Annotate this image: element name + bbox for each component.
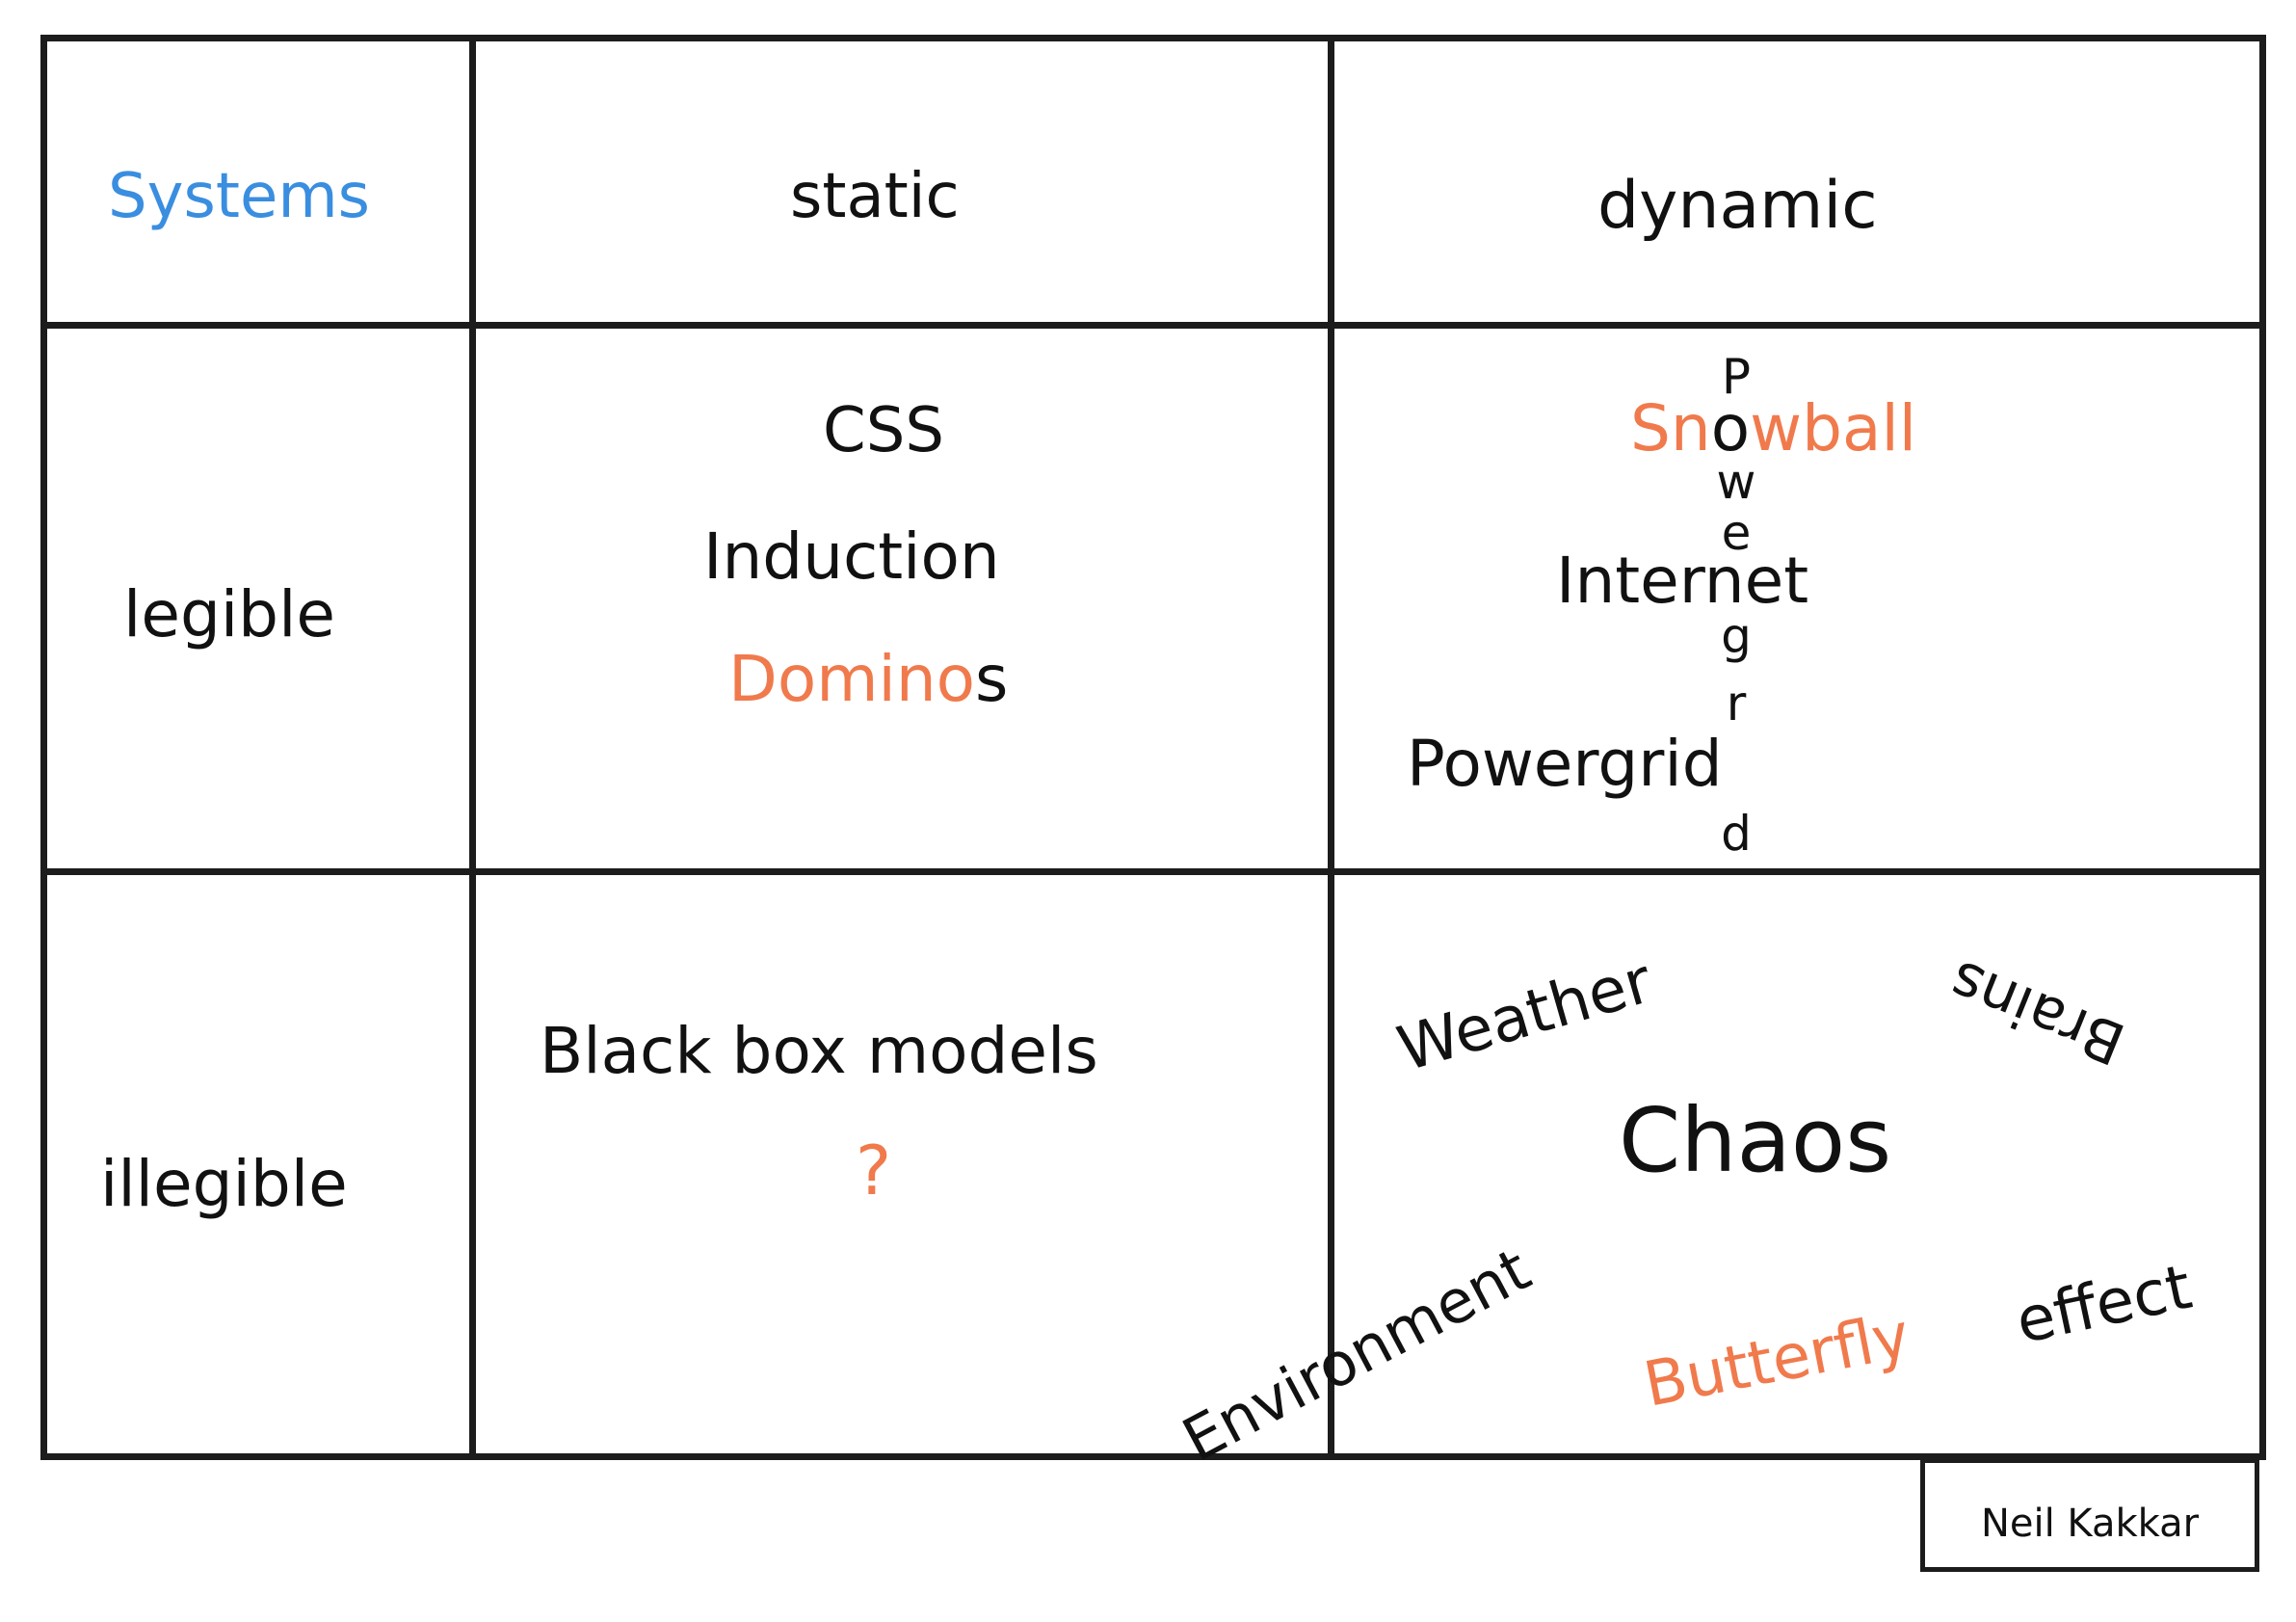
item-brains: Brains	[1940, 946, 2134, 1077]
item-internet: Internet	[1556, 544, 1809, 618]
grid-top-border	[40, 35, 2266, 41]
item-dominos: Dominos	[728, 648, 1008, 711]
dominos-highlight: Domino	[728, 642, 976, 716]
item-powergrid: Powergrid	[1407, 727, 1723, 801]
grid-right-border	[2259, 35, 2266, 1460]
row-label-illegible: illegible	[100, 1147, 348, 1221]
grid-bottom-border	[40, 1453, 2266, 1460]
item-induction: Induction	[703, 519, 1000, 594]
grid-col-divider-1	[469, 35, 476, 1460]
corner-label-systems: Systems	[108, 161, 370, 232]
snowball-rest: wball	[1750, 391, 1917, 465]
item-effect: effect	[2010, 1251, 2198, 1359]
item-environment: Environment	[1171, 1234, 1542, 1476]
dominos-suffix: s	[975, 642, 1009, 716]
grid-left-border	[40, 35, 47, 1460]
grid-row-divider-1	[40, 322, 2266, 329]
item-chaos: Chaos	[1619, 1089, 1892, 1192]
item-black-box-models: Black box models	[540, 1014, 1098, 1088]
vertical-letter: g	[1721, 608, 1752, 664]
signature-text: Neil Kakkar	[1980, 1502, 2200, 1546]
column-header-static: static	[790, 161, 960, 232]
grid-row-divider-2	[40, 868, 2266, 875]
snowball-o: o	[1710, 391, 1751, 465]
row-label-legible: legible	[123, 577, 336, 651]
vertical-letter: w	[1716, 454, 1756, 510]
vertical-letter: P	[1721, 349, 1752, 405]
vertical-letter: d	[1721, 806, 1752, 862]
signature-box: Neil Kakkar	[1920, 1458, 2259, 1572]
item-snowball: Snowball	[1630, 397, 1916, 461]
snowball-highlight: Sn	[1630, 391, 1711, 465]
item-question-mark: ?	[856, 1131, 892, 1210]
item-css: CSS	[823, 395, 944, 466]
column-header-dynamic: dynamic	[1597, 168, 1878, 244]
grid-col-divider-2	[1328, 35, 1334, 1460]
item-weather: Weather	[1390, 945, 1660, 1086]
vertical-letter: e	[1721, 505, 1752, 561]
item-butterfly: Butterfly	[1638, 1300, 1916, 1422]
vertical-letter: r	[1726, 676, 1747, 731]
